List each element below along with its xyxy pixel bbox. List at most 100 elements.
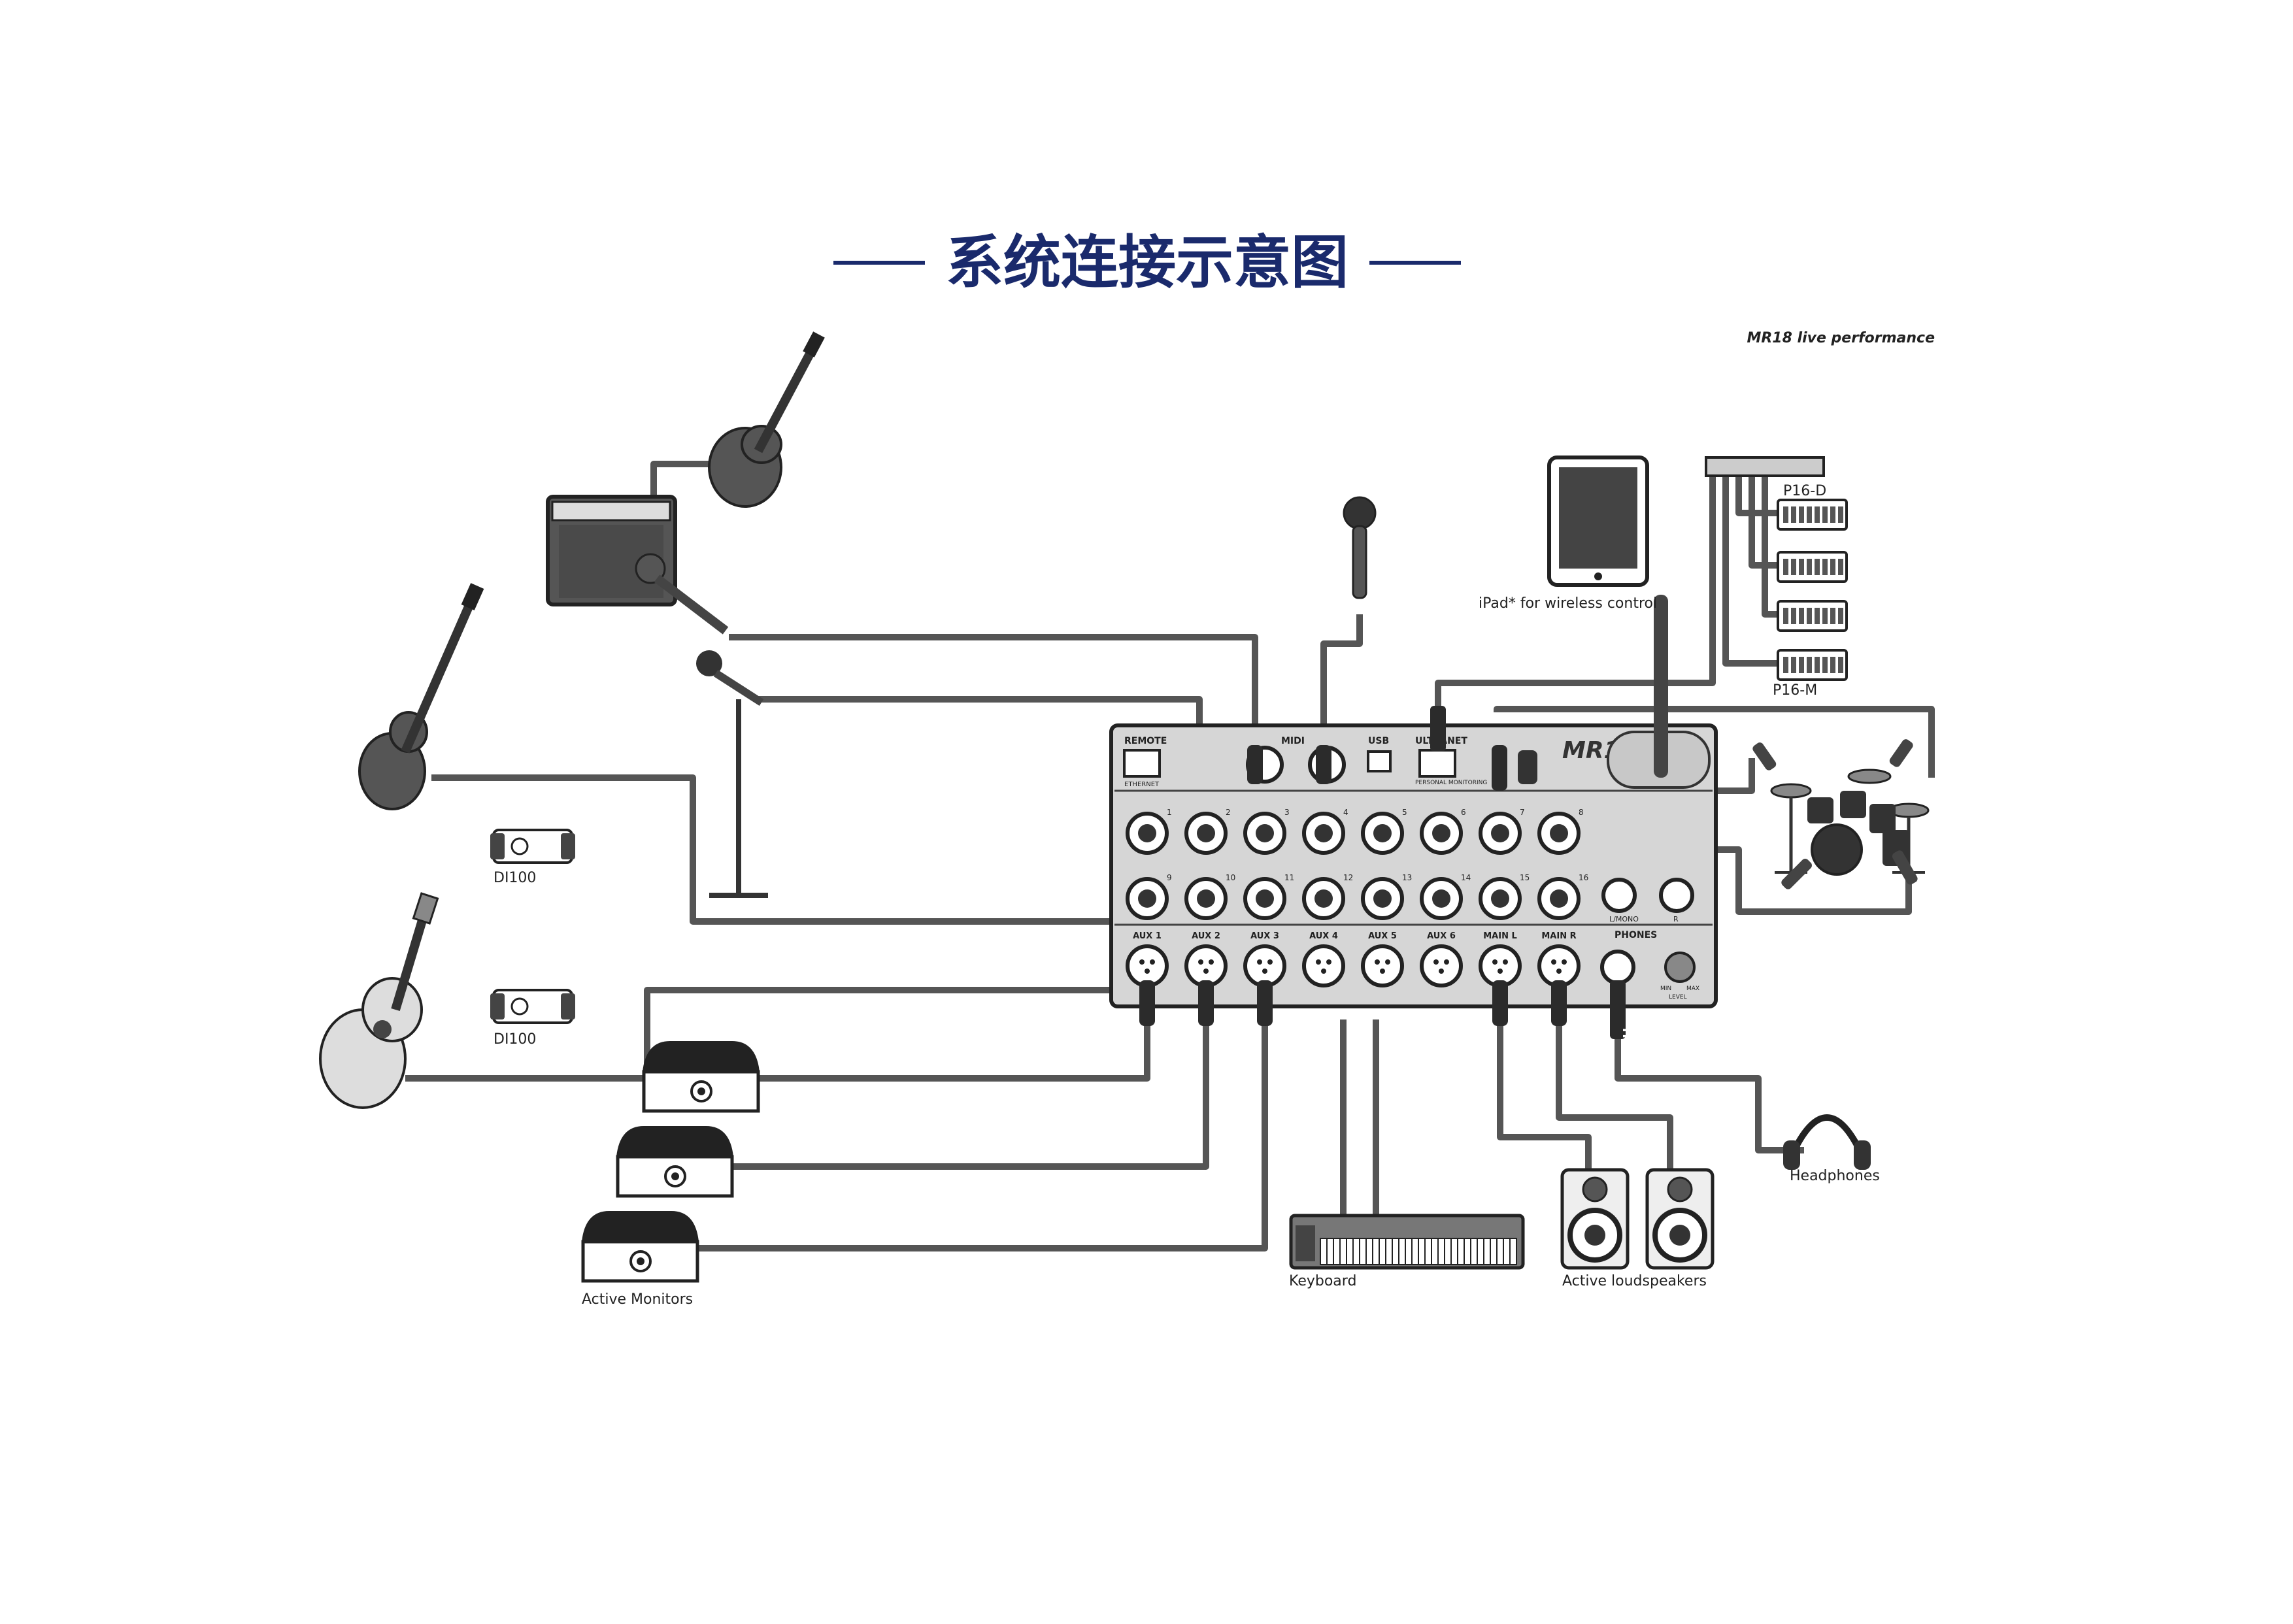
cable-ipad-ultranet bbox=[1435, 457, 1716, 725]
cable-amp-mic-ch3 bbox=[729, 634, 1258, 738]
phones-jack bbox=[1600, 950, 1635, 985]
output-label: AUX 5 bbox=[1368, 931, 1397, 941]
combo-input-jack: 10 bbox=[1184, 873, 1235, 920]
mono-label: L/MONO bbox=[1609, 915, 1639, 923]
active-monitors-label: Active Monitors bbox=[582, 1291, 693, 1308]
input-number-label: 5 bbox=[1402, 808, 1407, 817]
plug-ultranet bbox=[1430, 706, 1446, 752]
ipad-tablet bbox=[1547, 456, 1649, 587]
combo-input-jack: 2 bbox=[1184, 808, 1231, 855]
plug-ch4 bbox=[1316, 745, 1331, 784]
cable-phones bbox=[1615, 1039, 1804, 1153]
xlr-output-jack: MAIN R bbox=[1537, 931, 1581, 987]
ethernet-label: ETHERNET bbox=[1124, 781, 1160, 788]
cable-drum-overhead bbox=[1494, 706, 1935, 778]
cable-p16-3 bbox=[1762, 471, 1778, 618]
input-number-label: 11 bbox=[1284, 873, 1294, 882]
xlr-output-jack: AUX 3 bbox=[1243, 931, 1286, 987]
plug-aux1 bbox=[1139, 980, 1155, 1026]
combo-input-jack: 11 bbox=[1243, 873, 1294, 920]
output-label: AUX 2 bbox=[1192, 931, 1220, 941]
p16-m-unit bbox=[1777, 551, 1848, 583]
combo-input-jack: 4 bbox=[1302, 808, 1348, 855]
combo-input-jack: 14 bbox=[1420, 873, 1471, 920]
cable-mainr-speaker bbox=[1556, 1019, 1673, 1176]
power-switch bbox=[1518, 750, 1537, 784]
output-label: AUX 1 bbox=[1133, 931, 1162, 941]
plug-ch7 bbox=[1492, 745, 1507, 791]
input-number-label: 13 bbox=[1402, 873, 1412, 882]
plug-ch3 bbox=[1247, 745, 1263, 784]
output-label: MAIN L bbox=[1483, 931, 1517, 941]
mr18-mixer: MR18 REMOTE ETHERNET MIDI USB ULTRANET P… bbox=[1109, 595, 1718, 1008]
p16-m-unit bbox=[1777, 600, 1848, 632]
stand-mic bbox=[696, 650, 768, 898]
ultranet-port bbox=[1418, 749, 1456, 778]
xlr-output-jack: AUX 5 bbox=[1361, 931, 1404, 987]
output-label: AUX 3 bbox=[1250, 931, 1279, 941]
p16-m-unit bbox=[1777, 499, 1848, 531]
combo-input-jack: 13 bbox=[1361, 873, 1412, 920]
diagram-subtitle: MR18 live performance bbox=[1747, 330, 1935, 346]
di100-label-a: DI100 bbox=[494, 870, 536, 886]
input-number-label: 4 bbox=[1343, 808, 1348, 817]
cable-aux3-monitor3 bbox=[693, 1019, 1268, 1251]
input-number-label: 7 bbox=[1520, 808, 1525, 817]
plug-aux2 bbox=[1198, 980, 1214, 1026]
cable-bass-input bbox=[431, 774, 1131, 925]
usb-label: USB bbox=[1368, 736, 1389, 746]
input-number-label: 9 bbox=[1167, 873, 1172, 882]
active-loudspeakers-label: Active loudspeakers bbox=[1562, 1273, 1707, 1289]
xlr-output-jack: AUX 2 bbox=[1184, 931, 1228, 987]
guitar-amp bbox=[546, 495, 677, 606]
bass-guitar bbox=[358, 583, 484, 810]
p16d-label: P16-D bbox=[1783, 483, 1826, 499]
level-max: MAX bbox=[1686, 986, 1699, 992]
input-number-label: 6 bbox=[1461, 808, 1466, 817]
combo-input-jack: 5 bbox=[1361, 808, 1407, 855]
input-number-label: 2 bbox=[1226, 808, 1231, 817]
xlr-output-jack: AUX 4 bbox=[1302, 931, 1345, 987]
acoustic-guitar bbox=[319, 892, 439, 1109]
input-number-label: 16 bbox=[1579, 873, 1588, 882]
cable-vocal-mic-ch4 bbox=[1320, 614, 1363, 738]
monitor-wedge bbox=[581, 1211, 699, 1283]
output-label: AUX 4 bbox=[1309, 931, 1338, 941]
p16m-label: P16-M bbox=[1773, 682, 1817, 699]
input-number-label: 12 bbox=[1343, 873, 1353, 882]
combo-input-jack: 15 bbox=[1479, 873, 1530, 920]
output-label: MAIN R bbox=[1541, 931, 1576, 941]
monitor-wedge bbox=[616, 1126, 734, 1198]
cable-electric-guitar-amp bbox=[650, 461, 716, 503]
mixer-body bbox=[1109, 723, 1718, 1008]
input-number-label: 14 bbox=[1461, 873, 1471, 882]
input-number-label: 15 bbox=[1520, 873, 1530, 882]
combo-input-jack: 16 bbox=[1537, 873, 1588, 920]
combo-input-jack: 9 bbox=[1126, 873, 1172, 920]
loudspeaker-left bbox=[1560, 1168, 1630, 1270]
plug-aux3 bbox=[1257, 980, 1273, 1026]
p16-m-units bbox=[1777, 499, 1848, 681]
ethernet-port bbox=[1123, 749, 1161, 778]
phones-label: PHONES bbox=[1615, 930, 1657, 940]
plug-mainl bbox=[1492, 980, 1508, 1026]
usb-port bbox=[1367, 750, 1392, 772]
vocal-mic bbox=[1343, 496, 1377, 599]
xlr-output-jack: AUX 1 bbox=[1126, 931, 1169, 987]
cable-p16-4 bbox=[1722, 471, 1778, 667]
plugs bbox=[1139, 706, 1626, 1039]
input-number-label: 10 bbox=[1226, 873, 1235, 882]
r-label: R bbox=[1673, 915, 1679, 923]
amp-mic bbox=[635, 553, 729, 635]
combo-input-jack: 8 bbox=[1537, 808, 1584, 855]
drum-kit bbox=[1752, 739, 1930, 889]
remote-label: REMOTE bbox=[1124, 736, 1167, 746]
trs-label: TRS bbox=[1620, 1026, 1633, 1052]
input-row-2: 9 10 11 12 13 14 15 16 bbox=[1126, 873, 1588, 920]
cable-acoustic-guitar bbox=[405, 987, 1131, 1082]
wifi-antenna bbox=[1654, 595, 1668, 778]
mono-input-jack bbox=[1601, 878, 1637, 913]
